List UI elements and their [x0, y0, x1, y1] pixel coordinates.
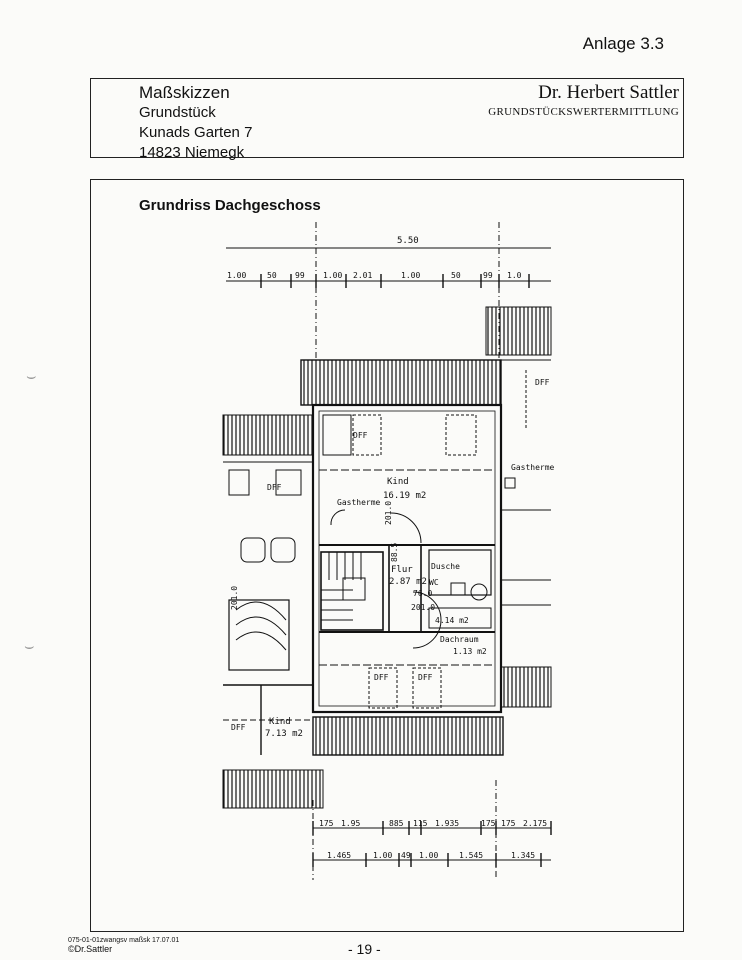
- dim-bottom: 175: [501, 819, 516, 828]
- dim-top: 99: [483, 271, 493, 280]
- dim-bottom: 49: [401, 851, 411, 860]
- author-name: Dr. Herbert Sattler: [538, 82, 679, 103]
- dim-top: 2.01: [353, 271, 372, 280]
- roof-band-bottom-left: [222, 769, 324, 809]
- room-kind-main: Kind: [387, 477, 409, 487]
- street: Kunads Garten 7: [139, 124, 253, 141]
- room-dachraum-area: 1.13 m2: [453, 647, 487, 656]
- room-bath-area: 4.14 m2: [435, 616, 469, 625]
- header-right: Dr. Herbert Sattler GRUNDSTÜCKSWERTERMIT…: [488, 82, 679, 118]
- door-height: 201.0: [411, 603, 435, 612]
- room-kind-main-area: 16.19 m2: [383, 491, 426, 501]
- room-flur-area: 2.87 m2: [389, 577, 427, 587]
- room-dusche: Dusche: [431, 562, 460, 571]
- plan-title: Grundriss Dachgeschoss: [139, 197, 321, 214]
- door-height-vert: 201.0: [384, 501, 393, 525]
- punch-mark: ⌣: [26, 368, 37, 385]
- dim-bottom: 885: [389, 819, 404, 828]
- gastherme-label: Gastherme: [337, 498, 381, 507]
- dim-bottom: 175: [481, 819, 496, 828]
- dff-label: DFF: [374, 673, 389, 682]
- page-number: - 19 -: [348, 941, 381, 957]
- doc-title: Maßskizzen: [139, 83, 230, 102]
- dim-top: 50: [451, 271, 461, 280]
- dim-bottom: 1.00: [419, 851, 438, 860]
- dim-bottom: 1.545: [459, 851, 483, 860]
- door-width: 76.0: [413, 589, 432, 598]
- room-dachraum: Dachraum: [440, 635, 479, 644]
- dim-top-overall: 5.50: [397, 236, 419, 246]
- dff-label: DFF: [535, 378, 550, 387]
- roof-band-top: [300, 359, 502, 406]
- dim-top: 1.00: [401, 271, 420, 280]
- appendix-label: Anlage 3.3: [582, 34, 664, 53]
- room-flur: Flur: [391, 565, 413, 575]
- dim-bottom: 1.465: [327, 851, 351, 860]
- header-left: Maßskizzen Grundstück Kunads Garten 7 14…: [139, 83, 252, 163]
- dim-top: 99: [295, 271, 305, 280]
- city: 14823 Niemegk: [139, 144, 245, 161]
- dim-top: 1.0: [507, 271, 522, 280]
- dim-bottom: 175: [319, 819, 334, 828]
- dff-label: DFF: [231, 723, 246, 732]
- door-width-vert: 88.5: [390, 543, 399, 562]
- punch-mark: ⌣: [24, 638, 35, 655]
- property-label: Grundstück: [139, 104, 216, 121]
- header-box: Maßskizzen Grundstück Kunads Garten 7 14…: [90, 78, 684, 161]
- dim-bottom: 1.00: [373, 851, 392, 860]
- gastherme-label-right: Gastherme: [511, 463, 555, 472]
- door-height-left: 201.0: [230, 586, 239, 610]
- roof-band-top-right: [485, 306, 552, 356]
- room-wc: WC: [429, 578, 439, 587]
- floor-plan-drawing: 5.50 1.00 50 99 1.00 2.01 1.00 50 99 1.0…: [222, 222, 555, 880]
- outer-walls: [311, 403, 503, 714]
- dim-bottom: 115: [413, 819, 428, 828]
- file-info: 075-01-01zwangsv maßsk 17.07.01: [68, 937, 180, 944]
- dim-bottom: 1.95: [341, 819, 360, 828]
- stair: [320, 551, 384, 631]
- room-kind-left-area: 7.13 m2: [265, 729, 303, 739]
- dim-bottom: 1.345: [511, 851, 535, 860]
- dim-bottom: 1.935: [435, 819, 459, 828]
- dim-top: 1.00: [323, 271, 342, 280]
- dim-top: 1.00: [227, 271, 246, 280]
- footer-left: 075-01-01zwangsv maßsk 17.07.01 ©Dr.Satt…: [68, 936, 179, 954]
- copyright: ©Dr.Sattler: [68, 944, 113, 954]
- dff-label: DFF: [353, 431, 368, 440]
- dim-top: 50: [267, 271, 277, 280]
- author-subtitle: GRUNDSTÜCKSWERTERMITTLUNG: [488, 106, 679, 118]
- dim-bottom: 2.175: [523, 819, 547, 828]
- floor-plan-box: Grundriss Dachgeschoss: [90, 179, 684, 932]
- roof-band-right: [500, 666, 552, 708]
- roof-band-left: [222, 414, 314, 456]
- dff-label: DFF: [267, 483, 282, 492]
- room-kind-left: Kind: [269, 717, 291, 727]
- dff-label: DFF: [418, 673, 433, 682]
- roof-band-bottom: [312, 716, 504, 756]
